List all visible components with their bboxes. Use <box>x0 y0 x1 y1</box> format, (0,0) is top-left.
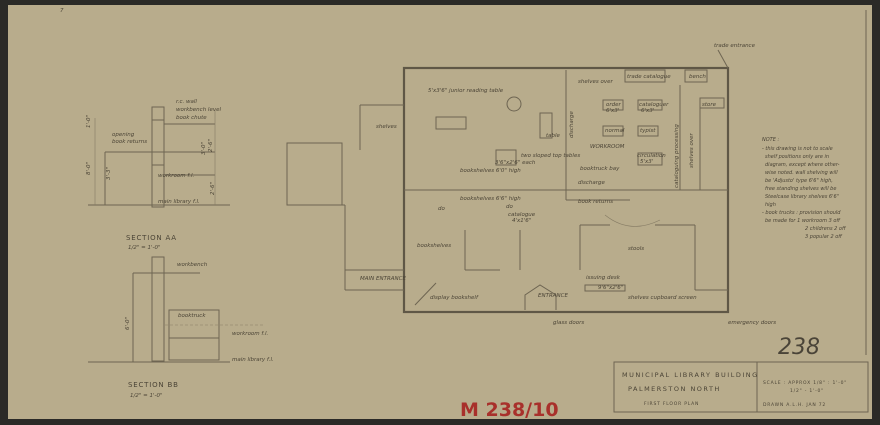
section-aa-title: SECTION AA <box>126 234 177 242</box>
dim: 2'-6" <box>210 182 216 195</box>
label: ENTRANCE <box>538 293 568 299</box>
note-title: NOTE : <box>762 137 779 143</box>
label-workbench-level: workbench level <box>176 107 221 113</box>
label: shelves cupboard screen <box>628 295 697 301</box>
label: trade catalogue <box>627 74 671 80</box>
label: 6'x3' <box>606 108 619 114</box>
label: discharge <box>578 180 606 186</box>
note-line: 2 childrens 2 off <box>805 226 847 232</box>
label-workroom-fl: workroom f.l. <box>158 173 195 179</box>
label: 9'6"x2'6" <box>598 285 623 291</box>
label: do <box>506 204 513 210</box>
label-main-library-fl: main library f.l. <box>232 357 274 363</box>
note-line: free standing shelves will be <box>765 186 836 192</box>
label: bookshelves 6'0" high <box>460 168 521 174</box>
label: display bookshelf <box>430 295 479 301</box>
dim: 8'-0" <box>86 162 92 175</box>
label: 6'x3' <box>641 108 654 114</box>
note-line: be made for 1 workroom 3 off <box>765 218 841 224</box>
note-line: high <box>765 202 776 208</box>
note-line: wise noted. wall shelving will <box>765 170 838 176</box>
section-bb: workbench booktruck workroom f.l. main l… <box>88 256 274 399</box>
label: 4'x1'6" <box>512 218 531 224</box>
label: shelves over <box>689 132 695 168</box>
sheet-number: 238 <box>778 335 820 360</box>
label: stools <box>628 246 644 252</box>
section-bb-scale: 1/2" = 1'-0" <box>130 393 163 399</box>
scale-alt: 1/2" - 1'-0" <box>790 388 824 394</box>
dim: 6'-0" <box>125 317 131 330</box>
label: catalogue <box>508 212 536 218</box>
dim: 3'-0" <box>201 142 207 155</box>
label-booktruck: booktruck <box>178 313 206 319</box>
dim: 1'-0" <box>86 115 92 128</box>
label: typist <box>640 128 656 134</box>
label: normal <box>605 128 625 134</box>
title-line-3: FIRST FLOOR PLAN <box>644 401 699 407</box>
label: MAIN ENTRANCE <box>360 276 406 282</box>
label: 5'x3' <box>640 159 653 165</box>
label: bookshelves 6'6" high <box>460 196 521 202</box>
label-book-chute: book chute <box>176 115 207 121</box>
note-line: Steelcase library shelves 6'6" <box>765 194 839 200</box>
section-aa-scale: 1/2" = 1'-0" <box>128 245 161 251</box>
label: bookshelves <box>417 243 451 249</box>
title-line-2: PALMERSTON NORTH <box>628 385 721 393</box>
floor-plan: trade entrance 5'x3'6" junior reading ta… <box>286 43 776 326</box>
label: table <box>546 133 561 139</box>
label: issuing desk <box>586 275 621 281</box>
note-line: - this drawing is not to scale <box>762 146 833 152</box>
label: cataloguer <box>639 102 669 108</box>
label-rc-wall: r.c. wall <box>176 99 197 105</box>
label: cataloguing processing <box>674 124 680 188</box>
label: circulation <box>637 153 666 159</box>
label-opening: opening <box>112 132 135 138</box>
note-line: be 'Adjusto' type 6'6" high, <box>765 178 833 184</box>
label: two sloped top tables <box>521 153 580 159</box>
label: bench <box>689 74 706 80</box>
scale-label: SCALE : APPROX 1/8" : 1'-0" <box>763 380 847 386</box>
label: 5'x3'6" junior reading table <box>428 88 504 94</box>
label-workbench: workbench <box>177 262 208 268</box>
label: WORKROOM <box>590 144 625 150</box>
section-bb-title: SECTION BB <box>128 381 179 389</box>
label-book-returns: book returns <box>112 139 147 145</box>
label: shelves over <box>578 79 614 85</box>
drawn-by: DRAWN A.L.H. JAN 72 <box>763 402 826 408</box>
label-main-library-fl: main library f.l. <box>158 199 200 205</box>
note-line: diagram, except where other- <box>765 162 840 168</box>
label: glass doors <box>553 320 584 326</box>
label: order <box>606 102 622 108</box>
section-aa: r.c. wall workbench level book chute ope… <box>86 99 230 251</box>
label: store <box>702 102 717 108</box>
dim: 2'-6" <box>208 139 214 152</box>
note-line: 3 popular 2 off <box>805 234 843 240</box>
drawing-note: NOTE : - this drawing is not to scale sh… <box>762 10 867 355</box>
label: book returns <box>578 199 613 205</box>
label: shelves <box>376 124 397 130</box>
title-block: MUNICIPAL LIBRARY BUILDING PALMERSTON NO… <box>613 361 869 413</box>
note-line: shelf positions only are in <box>765 154 829 160</box>
label: emergency doors <box>728 320 776 326</box>
corner-mark: 7 <box>60 8 64 14</box>
note-line: - book trucks : provision should <box>762 210 841 216</box>
label: do <box>438 206 445 212</box>
title-line-1: MUNICIPAL LIBRARY BUILDING <box>622 371 759 379</box>
archive-stamp: M 238/10 <box>460 399 559 421</box>
label-workroom-fl: workroom f.l. <box>232 331 269 337</box>
dim: 3'-3" <box>106 167 112 180</box>
label: 3'6"x2'6" each <box>495 160 536 166</box>
label: trade entrance <box>714 43 756 49</box>
label: discharge <box>569 110 575 138</box>
label: booktruck bay <box>580 166 620 172</box>
